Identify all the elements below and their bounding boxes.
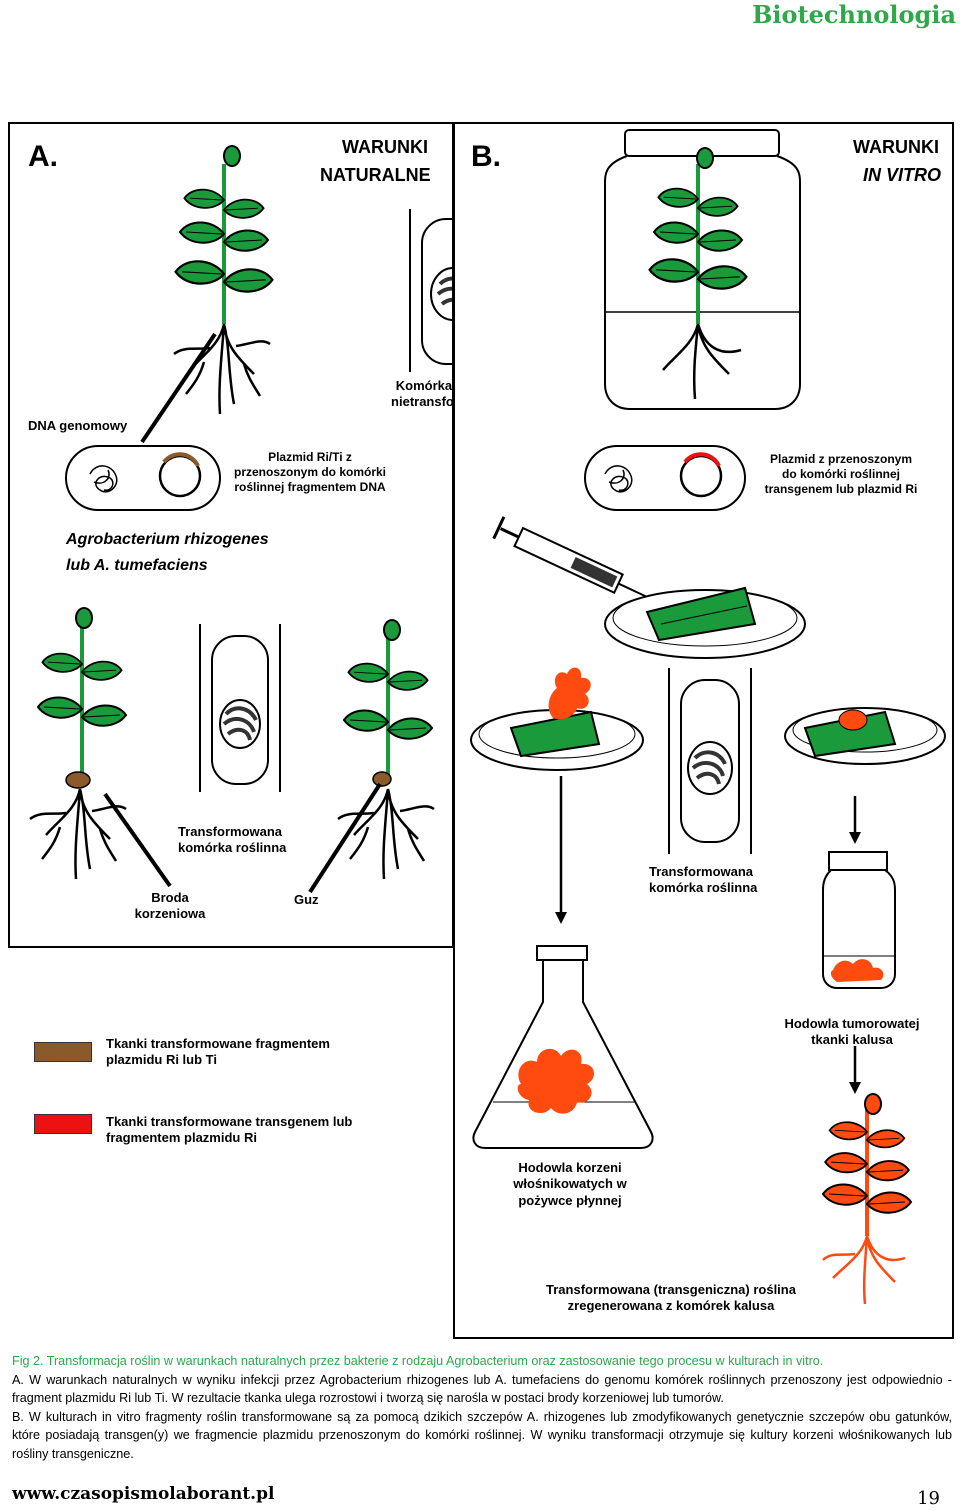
- bacterium-capsule: [65, 445, 221, 511]
- jar-with-plant: [604, 129, 801, 410]
- regenerated-plant-label: Transformowana (transgeniczna) roślina z…: [546, 1282, 796, 1314]
- cell-transformed-b: [668, 668, 752, 854]
- petri-dish-hairy-roots: [470, 667, 644, 771]
- hairy-root-culture-label: Hodowla korzeni włośnikowatych w pożywce…: [513, 1160, 627, 1208]
- plant-root-beard: [28, 607, 128, 881]
- erlenmeyer-flask: [472, 945, 654, 1149]
- cell-untransformed: [409, 209, 452, 372]
- transformed-cell-label-a: Transformowana komórka roślinna: [178, 824, 287, 856]
- bacterium-capsule-b: [584, 445, 746, 511]
- panel-a-condition-1: WARUNKI: [342, 137, 428, 157]
- caption-title: Fig 2. Transformacja roślin w warunkach …: [12, 1354, 824, 1368]
- callus-jar: [822, 851, 896, 989]
- section-header: Biotechnologia: [752, 0, 956, 29]
- arrow-tumor: [308, 782, 382, 894]
- panel-a-illustration: [28, 145, 452, 894]
- arrow-root-beard: [103, 792, 172, 888]
- tumor-label: Guz: [294, 892, 319, 907]
- plant-transgenic-regenerated: [822, 1093, 912, 1305]
- plant-tumor: [336, 619, 436, 881]
- arrow-infection: [140, 332, 217, 444]
- callus-culture-label: Hodowla tumorowatej tkanki kalusa: [784, 1016, 920, 1048]
- panel-b-condition-2: IN VITRO: [863, 165, 942, 185]
- root-beard-label: Broda korzeniowa: [134, 890, 206, 922]
- footer-url: www.czasopismolaborant.pl: [12, 1484, 275, 1504]
- page-number: 19: [917, 1488, 940, 1509]
- transformed-cell-label-b: Transformowana komórka roślinna: [649, 864, 758, 896]
- panel-natural-conditions: A. WARUNKI NATURALNE DNA genomowy Plazmi…: [8, 122, 511, 948]
- legend-brown-label: Tkanki transformowane fragmentem plazmid…: [106, 1036, 330, 1068]
- panel-b-illustration: [470, 129, 946, 1305]
- plant-top: [172, 145, 274, 416]
- bacteria-name-2: lub A. tumefaciens: [66, 557, 208, 574]
- petri-dish-callus: [784, 707, 946, 765]
- plasmid-label-b: Plazmid z przenoszonym do komórki roślin…: [764, 452, 918, 496]
- panel-b-letter: B.: [471, 140, 501, 173]
- figure-caption: Fig 2. Transformacja roślin w warunkach …: [12, 1352, 952, 1463]
- legend-red-label: Tkanki transformowane transgenem lub fra…: [106, 1114, 353, 1146]
- caption-part-a: A. W warunkach naturalnych w wyniku infe…: [12, 1372, 952, 1406]
- syringe: [492, 516, 647, 598]
- panel-a-letter: A.: [28, 140, 58, 173]
- caption-part-b: B. W kulturach in vitro fragmenty roślin…: [12, 1409, 952, 1461]
- dna-genomic-label: DNA genomowy: [28, 418, 128, 433]
- legend-swatch-red: [34, 1114, 92, 1134]
- panel-b-condition-1: WARUNKI: [853, 137, 939, 157]
- panel-in-vitro-conditions: B. WARUNKI IN VITRO Plazmid z przenoszon…: [453, 122, 954, 1339]
- legend-swatch-brown: [34, 1042, 92, 1062]
- petri-dish-leaf: [604, 586, 806, 659]
- bacteria-name-1: Agrobacterium rhizogenes: [66, 531, 269, 548]
- plasmid-label-a: Plazmid Ri/Ti z przenoszonym do komórki …: [233, 450, 387, 494]
- panel-a-condition-2: NATURALNE: [320, 165, 431, 185]
- cell-transformed-a: [199, 624, 281, 792]
